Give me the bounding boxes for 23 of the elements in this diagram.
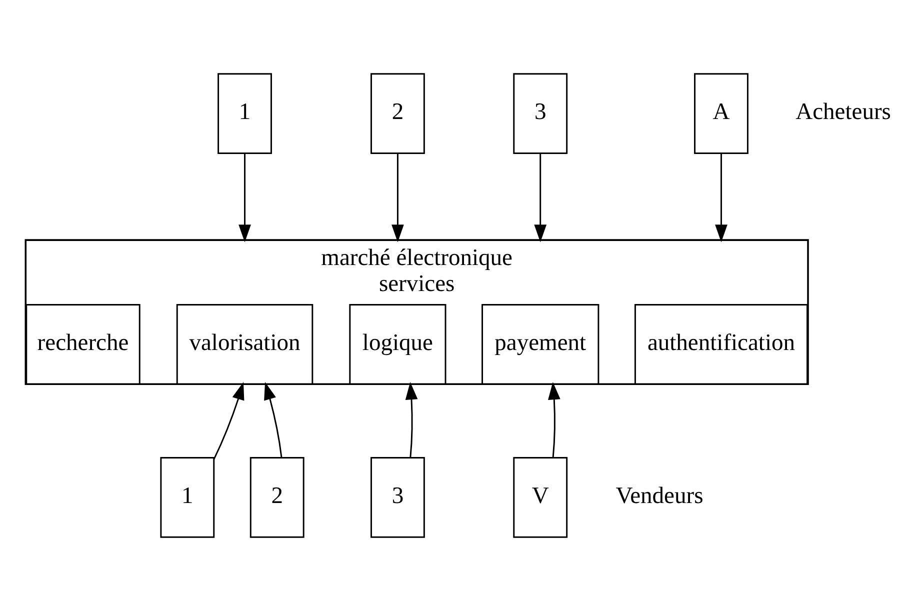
node-box: A — [694, 73, 748, 154]
node-box: 2 — [370, 73, 425, 154]
node-box: recherche — [26, 304, 140, 385]
node-box: authentification — [634, 304, 808, 385]
arrow — [715, 154, 728, 242]
arrow — [238, 154, 251, 242]
node-box: 3 — [513, 73, 568, 154]
node-box: V — [513, 456, 568, 538]
node-box: 1 — [218, 73, 272, 154]
node-label: Vendeurs — [616, 483, 704, 509]
node-label: Acheteurs — [796, 99, 891, 126]
node-box: 1 — [160, 456, 215, 538]
node-box: payement — [482, 304, 600, 385]
arrow — [405, 382, 418, 458]
node-box: 3 — [370, 456, 425, 538]
arrow — [534, 154, 547, 242]
arrow — [548, 382, 560, 458]
arrow — [264, 382, 282, 458]
arrow — [213, 382, 244, 460]
node-box: valorisation — [176, 304, 314, 385]
arrow — [392, 154, 404, 242]
node-box: 2 — [250, 456, 304, 538]
node-box: logique — [349, 304, 446, 385]
